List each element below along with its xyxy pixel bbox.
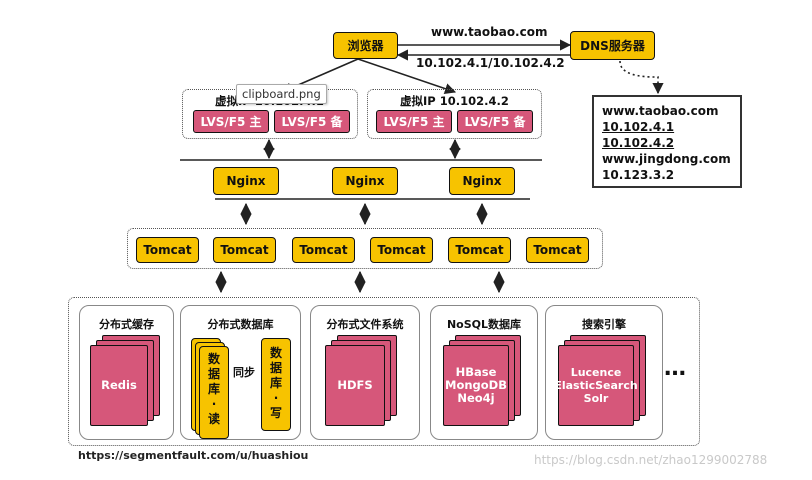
dns-record: 10.123.3.2 bbox=[602, 168, 675, 182]
nginx-label: Nginx bbox=[345, 174, 385, 188]
tomcat-box: Tomcat bbox=[448, 237, 511, 263]
response-ips-label: 10.102.4.1/10.102.4.2 bbox=[416, 56, 565, 70]
nginx-box: Nginx bbox=[332, 167, 398, 195]
nginx-label: Nginx bbox=[462, 174, 502, 188]
nginx-label: Nginx bbox=[226, 174, 266, 188]
lvs-master-label: LVS/F5 主 bbox=[383, 115, 445, 129]
vip-label: 虚拟IP 10.102.4.2 bbox=[400, 94, 509, 108]
stack-sheet bbox=[558, 345, 634, 426]
vip-group-2: 虚拟IP 10.102.4.2 LVS/F5 主 LVS/F5 备 bbox=[367, 89, 542, 139]
nosql-panel: NoSQL数据库 HBase MongoDB Neo4j bbox=[430, 305, 538, 440]
lvs-backup-label: LVS/F5 备 bbox=[464, 115, 526, 129]
more-ellipsis: … bbox=[664, 356, 686, 381]
dns-server-label: DNS服务器 bbox=[580, 39, 645, 53]
nginx-box: Nginx bbox=[449, 167, 515, 195]
cache-title: 分布式缓存 bbox=[99, 318, 154, 331]
tomcat-box: Tomcat bbox=[213, 237, 276, 263]
dns-record: www.taobao.com bbox=[602, 104, 719, 118]
search-content: Lucence ElasticSearch Solr bbox=[554, 366, 638, 405]
tomcat-label: Tomcat bbox=[299, 243, 348, 257]
database-title: 分布式数据库 bbox=[207, 318, 274, 331]
tomcat-box: Tomcat bbox=[136, 237, 199, 263]
browser-label: 浏览器 bbox=[347, 39, 384, 53]
db-read-box bbox=[199, 346, 229, 439]
filesystem-panel: 分布式文件系统 HDFS bbox=[310, 305, 420, 440]
watermark: https://blog.csdn.net/zhao1299002788 bbox=[534, 453, 768, 467]
search-title: 搜索引擎 bbox=[582, 318, 626, 331]
dns-record: www.jingdong.com bbox=[602, 152, 731, 166]
dns-server-box: DNS服务器 bbox=[570, 31, 655, 60]
database-panel: 分布式数据库 数据库·读 同步 数据库·写 bbox=[180, 305, 301, 440]
search-panel: 搜索引擎 Lucence ElasticSearch Solr bbox=[545, 305, 663, 440]
cache-panel: 分布式缓存 Redis bbox=[79, 305, 174, 440]
tomcat-label: Tomcat bbox=[377, 243, 426, 257]
tomcat-label: Tomcat bbox=[455, 243, 504, 257]
nginx-box: Nginx bbox=[213, 167, 279, 195]
tomcat-box: Tomcat bbox=[292, 237, 355, 263]
request-domain-label: www.taobao.com bbox=[431, 25, 548, 39]
dns-record: 10.102.4.1 bbox=[602, 120, 675, 134]
lvs-master-box: LVS/F5 主 bbox=[193, 110, 269, 133]
lvs-backup-label: LVS/F5 备 bbox=[281, 115, 343, 129]
source-url: https://segmentfault.com/u/huashiou bbox=[78, 449, 309, 462]
lvs-master-box: LVS/F5 主 bbox=[376, 110, 452, 133]
lvs-backup-box: LVS/F5 备 bbox=[274, 110, 350, 133]
dns-lookup-dotted bbox=[619, 60, 664, 95]
lvs-backup-box: LVS/F5 备 bbox=[457, 110, 533, 133]
browser-box: 浏览器 bbox=[333, 32, 398, 59]
tomcat-box: Tomcat bbox=[370, 237, 433, 263]
dns-record-table: www.taobao.com 10.102.4.1 10.102.4.2 www… bbox=[592, 95, 742, 188]
nosql-title: NoSQL数据库 bbox=[446, 318, 522, 331]
db-write-box bbox=[261, 338, 291, 431]
storage-layer bbox=[68, 297, 700, 446]
tomcat-cluster bbox=[127, 228, 603, 269]
nosql-content: HBase MongoDB Neo4j bbox=[445, 365, 507, 405]
stack-sheet bbox=[90, 345, 148, 426]
filesystem-title: 分布式文件系统 bbox=[326, 318, 404, 331]
lvs-master-label: LVS/F5 主 bbox=[200, 115, 262, 129]
dns-record: 10.102.4.2 bbox=[602, 136, 675, 150]
browser-to-vip2-arrow bbox=[357, 58, 457, 95]
db-read-label: 数据库·读 bbox=[207, 352, 220, 426]
image-tooltip: clipboard.png bbox=[236, 84, 327, 104]
db-write-label: 数据库·写 bbox=[269, 346, 282, 420]
cache-content: Redis bbox=[101, 378, 137, 392]
stack-sheet bbox=[443, 345, 509, 426]
tomcat-label: Tomcat bbox=[143, 243, 192, 257]
tomcat-label: Tomcat bbox=[220, 243, 269, 257]
stack-sheet bbox=[325, 345, 385, 426]
tomcat-box: Tomcat bbox=[526, 237, 589, 263]
sync-label: 同步 bbox=[233, 366, 255, 379]
filesystem-content: HDFS bbox=[337, 378, 373, 392]
tomcat-label: Tomcat bbox=[533, 243, 582, 257]
